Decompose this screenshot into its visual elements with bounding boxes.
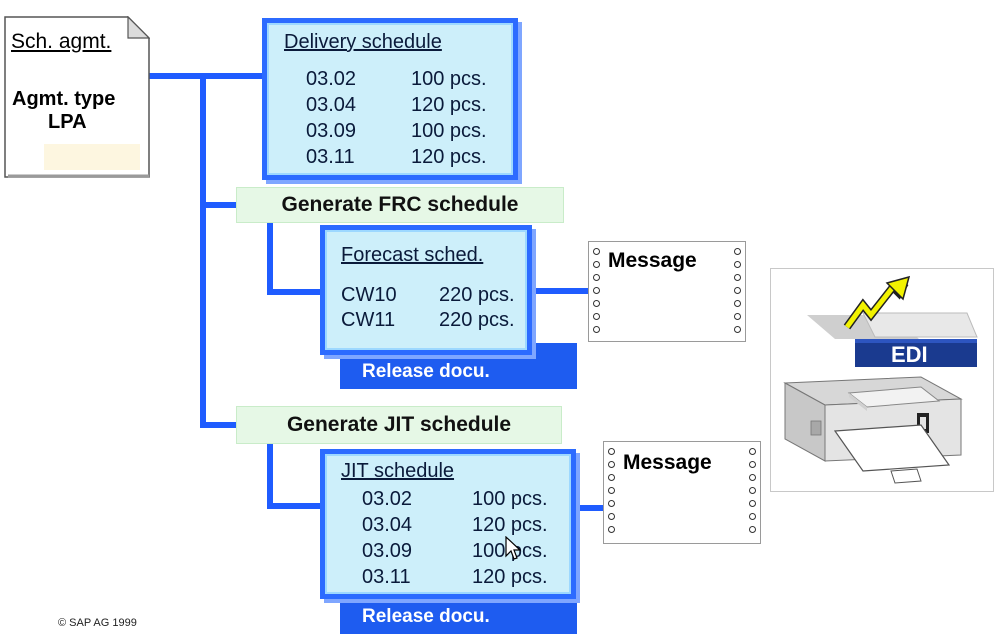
schedule-qty: 220 pcs. xyxy=(439,284,515,306)
scheduling-agreement-document: Sch. agmt. Agmt. type LPA xyxy=(4,16,150,178)
schedule-qty: 120 pcs. xyxy=(472,566,548,588)
agreement-type-value: LPA xyxy=(48,111,87,133)
agreement-title: Sch. agmt. xyxy=(11,30,112,53)
table-row: 03.04 120 pcs. xyxy=(362,514,548,537)
table-row: 03.04 120 pcs. xyxy=(306,94,487,117)
frc-release-label: Release docu. xyxy=(362,361,490,382)
generate-frc-banner: Generate FRC schedule xyxy=(236,187,564,223)
schedule-week: CW11 xyxy=(341,309,396,331)
delivery-schedule-box: Delivery schedule 03.02 100 pcs. 03.04 1… xyxy=(262,18,518,180)
schedule-date: 03.09 xyxy=(362,540,413,562)
schedule-date: 03.02 xyxy=(362,488,413,510)
table-row: 03.09 100 pcs. xyxy=(306,120,487,143)
jit-schedule-box: JIT schedule 03.02 100 pcs. 03.04 120 pc… xyxy=(320,449,576,599)
form-holes-right xyxy=(734,248,741,333)
agreement-field-highlight xyxy=(44,144,140,170)
edi-output-panel: EDI xyxy=(770,268,994,492)
edi-label: EDI xyxy=(891,342,928,367)
delivery-schedule-title: Delivery schedule xyxy=(284,31,442,53)
jit-schedule-rows: 03.02 100 pcs. 03.04 120 pcs. 03.09 100 … xyxy=(362,488,548,589)
agreement-type-label: Agmt. type xyxy=(12,88,116,110)
form-holes-right xyxy=(749,448,756,533)
schedule-qty: 120 pcs. xyxy=(472,514,548,536)
table-row: 03.02 100 pcs. xyxy=(306,68,487,91)
forecast-schedule-title: Forecast sched. xyxy=(341,244,484,266)
schedule-date: 03.11 xyxy=(362,566,411,588)
frc-message-label: Message xyxy=(608,249,697,272)
jit-drop-line xyxy=(267,439,327,509)
schedule-date: 03.09 xyxy=(306,120,357,142)
table-row: CW10 220 pcs. xyxy=(341,284,515,307)
table-row: CW11 220 pcs. xyxy=(341,309,515,332)
schedule-date: 03.04 xyxy=(362,514,413,536)
table-row: 03.02 100 pcs. xyxy=(362,488,548,511)
jit-message-form: Message xyxy=(603,441,761,544)
form-holes-left xyxy=(608,448,615,533)
schedule-date: 03.11 xyxy=(306,146,355,168)
frc-message-form: Message xyxy=(588,241,746,342)
edi-transmission-icon xyxy=(807,275,978,367)
jit-schedule-title: JIT schedule xyxy=(341,460,455,482)
schedule-date: 03.02 xyxy=(306,68,357,90)
jit-message-label: Message xyxy=(623,451,712,474)
jit-release-label: Release docu. xyxy=(362,606,490,627)
schedule-qty: 100 pcs. xyxy=(411,120,487,142)
delivery-schedule-rows: 03.02 100 pcs. 03.04 120 pcs. 03.09 100 … xyxy=(306,68,487,169)
frc-drop-line xyxy=(267,219,327,295)
printer-icon xyxy=(783,376,963,484)
table-row: 03.11 120 pcs. xyxy=(306,146,487,169)
schedule-qty: 100 pcs. xyxy=(411,68,487,90)
mouse-cursor-icon xyxy=(505,536,521,560)
form-holes-left xyxy=(593,248,600,333)
schedule-qty: 220 pcs. xyxy=(439,309,515,331)
schedule-week: CW10 xyxy=(341,284,397,306)
schedule-qty: 120 pcs. xyxy=(411,94,487,116)
generate-jit-banner: Generate JIT schedule xyxy=(236,406,562,444)
schedule-date: 03.04 xyxy=(306,94,357,116)
document-page-icon xyxy=(4,16,150,178)
schedule-qty: 100 pcs. xyxy=(472,488,548,510)
forecast-schedule-rows: CW10 220 pcs. CW11 220 pcs. xyxy=(341,284,515,332)
schedule-qty: 120 pcs. xyxy=(411,146,487,168)
copyright-notice: © SAP AG 1999 xyxy=(58,617,137,629)
forecast-schedule-box: Forecast sched. CW10 220 pcs. CW11 220 p… xyxy=(320,225,532,355)
table-row: 03.11 120 pcs. xyxy=(362,566,548,589)
